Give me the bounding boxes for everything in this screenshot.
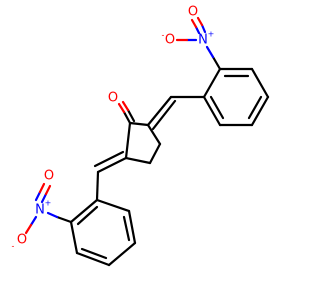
upper-vinylidene	[146, 95, 206, 131]
bond-n-o-upper-double-b	[200, 23, 207, 34]
bond-carbonyl-o-2	[121, 100, 130, 112]
bond-ar-l-inner-3	[76, 205, 99, 226]
bond-ar-u-inner-2	[247, 95, 263, 120]
bond-ar-l5	[69, 220, 79, 255]
bond-ar-l-inner-1	[122, 215, 131, 242]
bond-ar-l3	[107, 241, 137, 267]
bond-c2-c3	[146, 123, 162, 146]
bond-ar-l1	[95, 198, 131, 213]
lower-nitro-group: N + O - O	[12, 169, 73, 251]
lower-oxygen-charge: -	[12, 242, 15, 251]
bond-ar-l2	[127, 209, 137, 245]
lower-vinylidene	[93, 150, 128, 202]
bond-ar-u6	[202, 95, 222, 127]
bond-c4-c5	[124, 156, 152, 165]
lower-nitro-oxygen: O	[44, 169, 54, 184]
lower-nitrogen-charge: +	[45, 199, 52, 208]
bond-exo-lower-2	[93, 150, 125, 168]
lower-nitro-oxygen-minus: O	[17, 233, 27, 248]
upper-oxygen-charge: -	[162, 31, 165, 40]
bond-n-o-lower-double-b	[34, 190, 42, 202]
bond-exo-upper-2	[151, 99, 177, 131]
cyclopentanone-ring	[124, 121, 162, 165]
lower-nitrogen: N	[35, 203, 45, 218]
bond-c-n-lower	[55, 215, 73, 224]
bond-c-n-lower-2	[46, 211, 59, 219]
bond-vinyl-aryl-lower	[95, 170, 100, 202]
ketone-oxygen: O	[108, 91, 118, 106]
upper-nitrogen-charge: +	[208, 30, 215, 39]
bond-ar-l6	[69, 198, 99, 224]
bond-ar-l-inner-2	[80, 247, 108, 260]
bond-n-o-lower-single	[29, 215, 38, 227]
upper-nitrogen: N	[198, 33, 208, 48]
bond-ar-u-inner-3	[209, 95, 225, 120]
bond-c1-c2	[128, 121, 150, 127]
bond-carbonyl-c	[122, 110, 132, 125]
bond-ar-u3	[250, 67, 270, 99]
molecule-drawing: O N + O -	[12, 5, 270, 267]
bond-carbonyl-c-2	[126, 108, 136, 123]
structure-canvas: O N + O -	[12, 5, 270, 267]
upper-nitro-oxygen: O	[188, 5, 198, 20]
bond-c-n-upper-2	[205, 45, 215, 59]
bond-ar-u4	[250, 95, 270, 127]
bond-n-o-upper-double-a-o	[190, 18, 198, 29]
bond-n-o-lower-single-o	[24, 223, 33, 235]
bond-ar-u1	[202, 67, 222, 99]
bond-exo-upper-1	[146, 95, 173, 127]
upper-benzene-ring	[202, 67, 270, 127]
bond-n-o-lower-double-b-o	[38, 182, 46, 194]
bond-c5-c1	[124, 121, 132, 160]
bond-ar-l4	[75, 251, 111, 267]
bond-c-n-upper	[211, 55, 222, 71]
bond-n-o-lower-double-a-o	[44, 184, 52, 196]
lower-benzene-ring	[69, 198, 137, 267]
upper-nitro-group: N + O - O	[162, 5, 222, 71]
bond-n-o-lower-double-a	[40, 192, 48, 204]
bond-exo-lower-1	[96, 156, 128, 174]
bond-n-o-upper-double-a	[194, 25, 201, 35]
bond-c3-c4	[148, 142, 162, 165]
ketone-group: O	[108, 91, 136, 125]
bond-carbonyl-o	[117, 102, 126, 114]
bond-n-o-upper-double-b-o	[196, 16, 204, 27]
upper-nitro-oxygen-minus: O	[165, 33, 175, 48]
